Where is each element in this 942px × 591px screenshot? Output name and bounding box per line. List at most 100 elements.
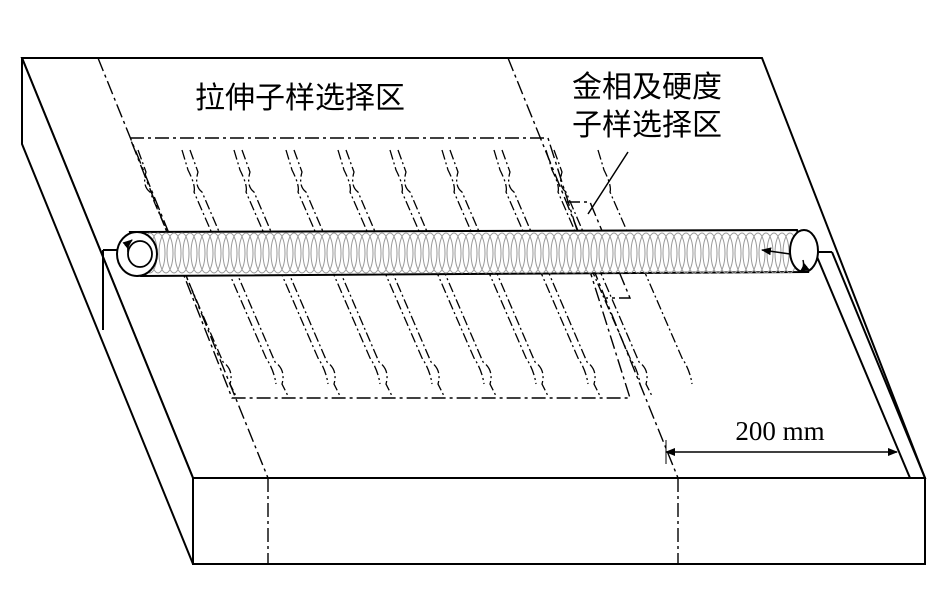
- weld-ripple: [238, 232, 254, 274]
- weld-ripple: [742, 232, 758, 274]
- weld-ripple: [582, 232, 598, 274]
- weld-ripple: [638, 232, 654, 274]
- weld-ripple: [622, 232, 638, 274]
- tensile-specimen-outline: [137, 149, 277, 397]
- weld-ripple: [278, 232, 294, 274]
- weld-ripple: [646, 232, 662, 274]
- weld-ripple: [262, 232, 278, 274]
- tensile-specimens: [137, 149, 693, 397]
- metallo-zone-label-line2: 子样选择区: [572, 108, 722, 143]
- weld-ripples: [142, 232, 798, 274]
- weld-ripple: [182, 232, 198, 274]
- weld-ripple: [574, 232, 590, 274]
- weld-ripple: [718, 232, 734, 274]
- weld-ripple: [430, 232, 446, 274]
- weld-ripple: [198, 232, 214, 274]
- tensile-zone-label: 拉伸子样选择区: [195, 81, 405, 116]
- weld-ripple: [558, 232, 574, 274]
- weld-ripple: [486, 232, 502, 274]
- weld-ripple: [358, 232, 374, 274]
- weld-ripple: [774, 232, 790, 274]
- weld-ripple: [286, 232, 302, 274]
- weld-ripple: [462, 232, 478, 274]
- weld-ripple: [710, 232, 726, 274]
- weld-ripple: [390, 232, 406, 274]
- weld-ripple: [566, 232, 582, 274]
- tensile-specimen-outline: [501, 149, 641, 397]
- weld-ripple: [494, 232, 510, 274]
- weld-ripple: [158, 232, 174, 274]
- weld-ripple: [334, 232, 350, 274]
- weld-ripple: [174, 232, 190, 274]
- weld-bead: [116, 228, 819, 278]
- weld-ripple: [294, 232, 310, 274]
- weld-ripple: [670, 232, 686, 274]
- welding-direction-arrow: [761, 247, 791, 256]
- tensile-specimen-outline: [189, 149, 329, 397]
- weld-ripple: [222, 232, 238, 274]
- weld-ripple: [206, 232, 222, 274]
- weld-ripple: [166, 232, 182, 274]
- weld-ripple: [654, 232, 670, 274]
- plate: [20, 57, 927, 565]
- weld-ripple: [734, 232, 750, 274]
- dimension-200mm: 200 mm: [665, 416, 898, 464]
- tensile-specimen-outline: [449, 149, 589, 397]
- tensile-specimen-outline: [553, 149, 693, 397]
- weld-ripple: [702, 232, 718, 274]
- weld-ripple: [318, 232, 334, 274]
- weld-ripple: [254, 232, 270, 274]
- weld-ripple: [470, 232, 486, 274]
- weld-ripple: [366, 232, 382, 274]
- weld-ripple: [662, 232, 678, 274]
- weld-ripple: [350, 232, 366, 274]
- weld-ripple: [526, 232, 542, 274]
- weld-ripple: [246, 232, 262, 274]
- weld-ripple: [606, 232, 622, 274]
- weld-ripple: [398, 232, 414, 274]
- weld-ripple: [302, 232, 318, 274]
- weld-ripple: [678, 232, 694, 274]
- tensile-specimen-outline: [241, 149, 381, 397]
- weld-ripple: [478, 232, 494, 274]
- weld-ripple: [590, 232, 606, 274]
- tensile-specimen-outline: [293, 149, 433, 397]
- weld-ripple: [438, 232, 454, 274]
- weld-ripple: [598, 232, 614, 274]
- weld-ripple: [614, 232, 630, 274]
- weld-ripple: [518, 232, 534, 274]
- weld-ripple: [414, 232, 430, 274]
- dimension-label: 200 mm: [735, 416, 824, 446]
- weld-ripple: [758, 232, 774, 274]
- tensile-specimen-outline: [397, 149, 537, 397]
- weld-ripple: [726, 232, 742, 274]
- plate-left-face: [21, 57, 194, 565]
- metallo-leader-line: [587, 151, 629, 215]
- plate-front-face: [192, 477, 926, 565]
- weld-ripple: [342, 232, 358, 274]
- weld-ripple: [542, 232, 558, 274]
- weld-ripple: [534, 232, 550, 274]
- weld-ripple: [502, 232, 518, 274]
- weld-ripple: [630, 232, 646, 274]
- tensile-specimen-outline: [345, 149, 485, 397]
- metallo-zone-label-line1: 金相及硬度: [572, 70, 722, 105]
- weld-ripple: [686, 232, 702, 274]
- weld-ripple: [374, 232, 390, 274]
- weld-ripple: [446, 232, 462, 274]
- weld-ripple: [190, 232, 206, 274]
- weld-ripple: [214, 232, 230, 274]
- weld-ripple: [406, 232, 422, 274]
- weld-ripple: [694, 232, 710, 274]
- weld-ripple: [550, 232, 566, 274]
- weld-ripple: [310, 232, 326, 274]
- weld-ripple: [510, 232, 526, 274]
- weld-ripple: [326, 232, 342, 274]
- weld-ripple: [230, 232, 246, 274]
- weld-ripple: [422, 232, 438, 274]
- weld-ripple: [382, 232, 398, 274]
- weld-ripple: [270, 232, 286, 274]
- groove-right-edge: [814, 251, 911, 479]
